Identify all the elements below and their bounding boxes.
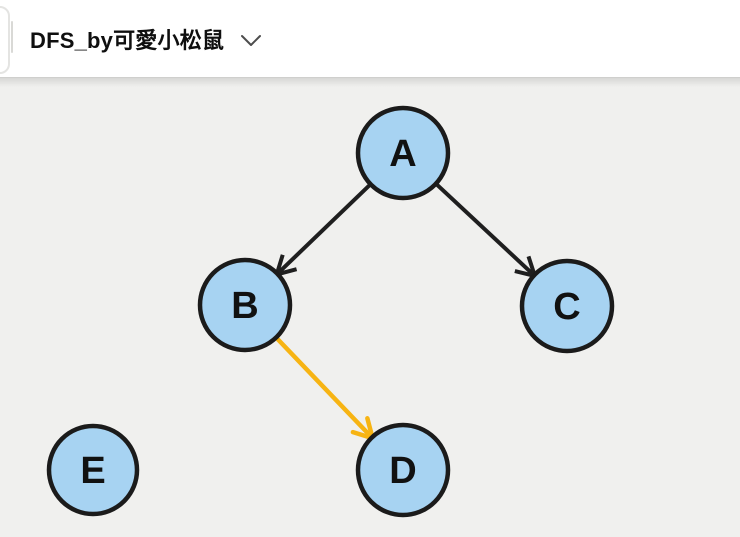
document-title-menu[interactable]: DFS_by可愛小松鼠 — [30, 0, 262, 77]
node-D-label: D — [389, 450, 416, 492]
page-title: DFS_by可愛小松鼠 — [30, 27, 225, 53]
edge-A-B[interactable] — [273, 182, 372, 278]
node-A-label: A — [389, 133, 416, 175]
node-A[interactable]: A — [355, 105, 451, 201]
node-E[interactable]: E — [46, 423, 140, 517]
node-C-circle[interactable] — [519, 258, 615, 354]
header-divider — [11, 21, 13, 53]
node-B-label: B — [231, 285, 258, 327]
node-A-circle[interactable] — [355, 105, 451, 201]
left-edge-panel — [0, 6, 10, 74]
node-E-circle[interactable] — [46, 423, 140, 517]
node-B[interactable]: B — [197, 257, 293, 353]
header-bar: DFS_by可愛小松鼠 — [0, 0, 740, 78]
edge-A-C[interactable] — [434, 182, 538, 279]
graph-canvas[interactable]: A B C D E — [0, 78, 740, 537]
node-D-circle[interactable] — [355, 422, 451, 518]
node-C[interactable]: C — [519, 258, 615, 354]
node-D[interactable]: D — [355, 422, 451, 518]
node-C-label: C — [553, 286, 580, 328]
canvas-area[interactable]: A B C D E — [0, 78, 740, 537]
node-B-circle[interactable] — [197, 257, 293, 353]
edge-B-D-highlighted[interactable] — [273, 335, 375, 441]
chevron-down-icon[interactable] — [240, 34, 262, 47]
node-E-label: E — [80, 450, 105, 492]
